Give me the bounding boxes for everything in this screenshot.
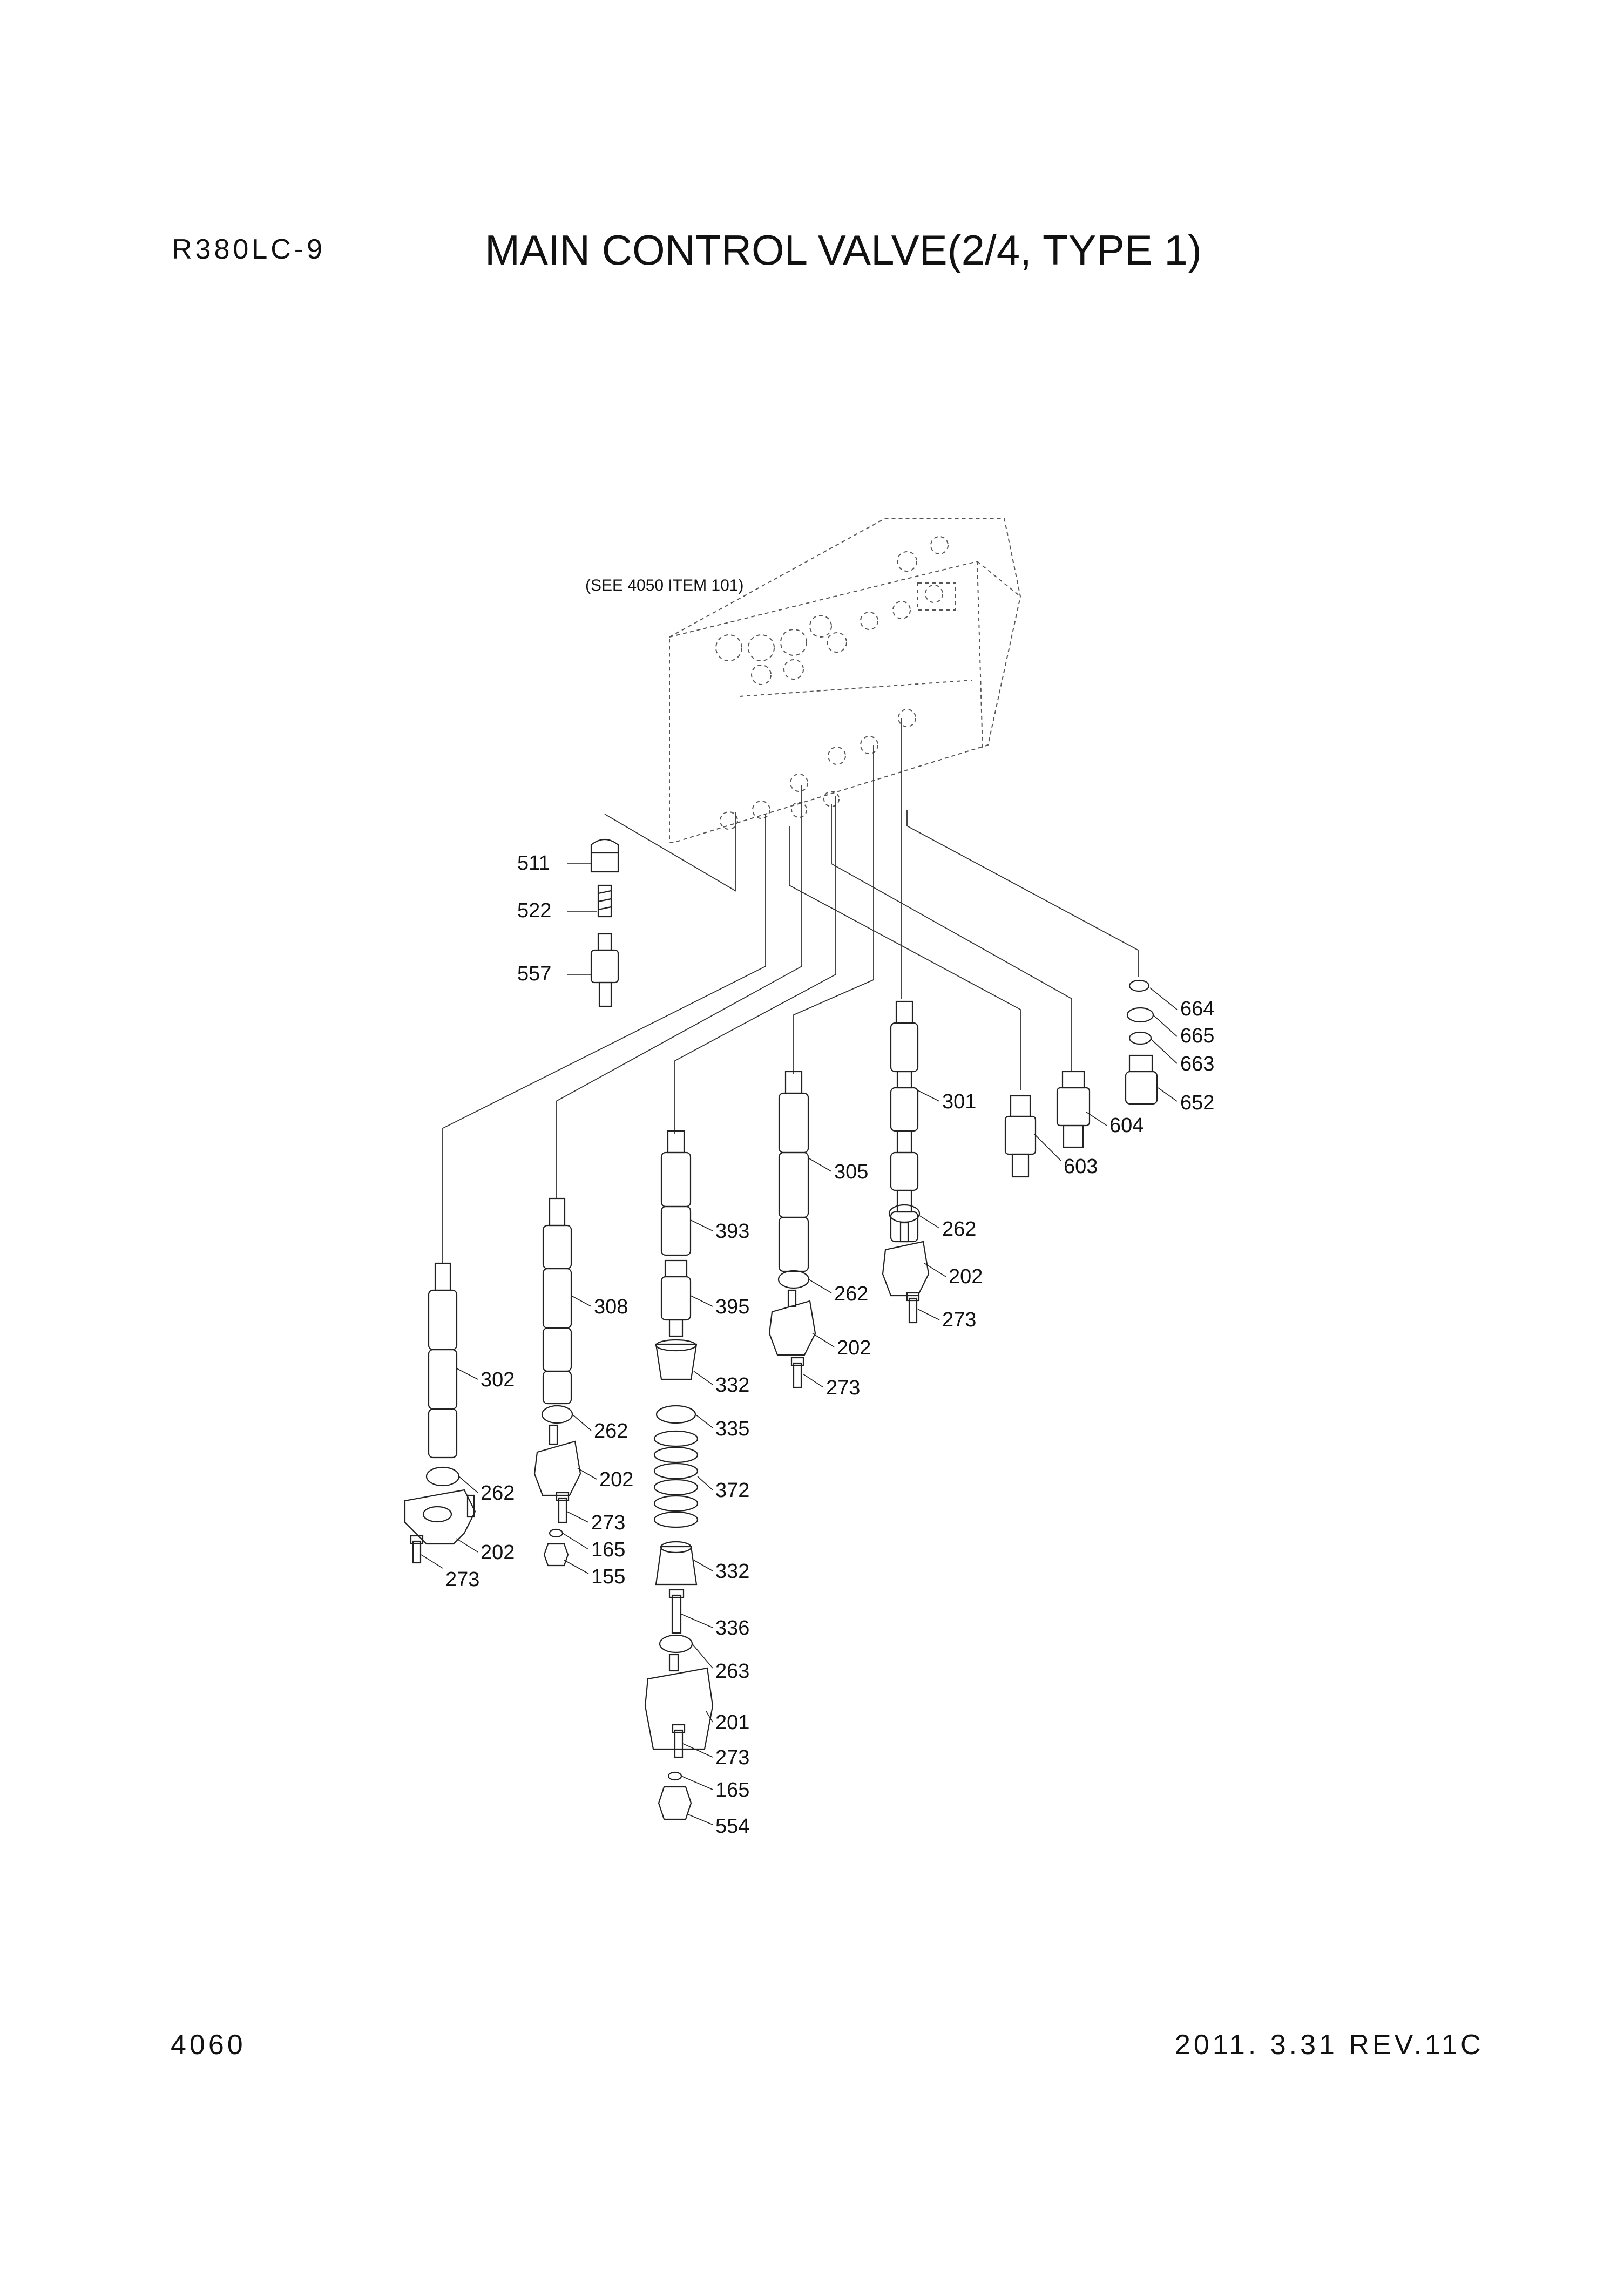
part-557-poppet xyxy=(590,933,619,1007)
part-603-valve xyxy=(1004,1095,1037,1178)
callout-273: 273 xyxy=(445,1568,480,1591)
callout-165: 165 xyxy=(591,1539,626,1561)
callout-273: 273 xyxy=(942,1309,977,1331)
callout-202: 202 xyxy=(949,1265,983,1288)
callout-395: 395 xyxy=(715,1296,750,1318)
part-664-oring xyxy=(1128,979,1150,992)
part-202-cap-b xyxy=(768,1289,816,1356)
callout-262: 262 xyxy=(942,1218,977,1241)
callout-335: 335 xyxy=(715,1418,750,1440)
part-305-spool xyxy=(778,1071,809,1272)
model-number: R380LC-9 xyxy=(172,234,326,265)
callout-332: 332 xyxy=(715,1374,750,1397)
part-202-cap-d xyxy=(404,1489,476,1545)
page-number: 4060 xyxy=(171,2029,246,2061)
part-336-bolt xyxy=(668,1589,685,1634)
part-202-cap-a xyxy=(882,1222,930,1297)
callout-202: 202 xyxy=(599,1468,634,1491)
callout-604: 604 xyxy=(1109,1114,1144,1137)
callout-557: 557 xyxy=(517,963,552,985)
part-522-spring xyxy=(597,884,612,918)
part-652-plug xyxy=(1125,1054,1158,1105)
part-165-oring-b xyxy=(549,1528,564,1538)
callout-273: 273 xyxy=(715,1746,750,1769)
part-202-cap-c xyxy=(533,1424,581,1496)
callout-332: 332 xyxy=(715,1560,750,1583)
part-262-oring-d xyxy=(425,1466,460,1487)
part-301-spool xyxy=(890,1000,919,1243)
part-273-bolt-e xyxy=(410,1535,424,1564)
callout-305: 305 xyxy=(834,1161,869,1183)
callout-262: 262 xyxy=(834,1283,869,1305)
valve-body-phantom xyxy=(669,518,1021,843)
part-273-bolt-d xyxy=(556,1492,570,1523)
callout-336: 336 xyxy=(715,1617,750,1639)
part-263-oring xyxy=(659,1634,693,1654)
callout-262: 262 xyxy=(594,1420,628,1442)
part-665-backup-ring xyxy=(1126,1007,1154,1023)
callout-165: 165 xyxy=(715,1779,750,1801)
page-title: MAIN CONTROL VALVE(2/4, TYPE 1) xyxy=(485,226,1202,274)
part-201-cover xyxy=(644,1654,714,1750)
part-332-seat-b xyxy=(655,1541,698,1586)
callout-522: 522 xyxy=(517,899,552,922)
callout-603: 603 xyxy=(1064,1155,1098,1178)
callout-202: 202 xyxy=(481,1541,515,1564)
callout-263: 263 xyxy=(715,1660,750,1683)
callout-301: 301 xyxy=(942,1090,977,1113)
part-262-oring-c xyxy=(541,1405,573,1424)
callout-202: 202 xyxy=(837,1337,871,1359)
part-663-oring xyxy=(1128,1031,1152,1045)
part-165-oring-a xyxy=(667,1771,682,1781)
part-395-spool-end xyxy=(660,1259,692,1337)
assembly-leader-lines xyxy=(442,718,1139,1263)
part-302-spool xyxy=(428,1262,458,1459)
part-335-washer xyxy=(655,1405,696,1424)
callout-262: 262 xyxy=(481,1482,515,1505)
callout-554: 554 xyxy=(715,1815,750,1838)
part-604-valve xyxy=(1056,1071,1091,1148)
callout-393: 393 xyxy=(715,1220,750,1243)
callout-652: 652 xyxy=(1180,1092,1215,1114)
part-262-oring-b xyxy=(777,1270,810,1289)
part-273-bolt-a xyxy=(906,1292,920,1324)
part-273-bolt-c xyxy=(672,1724,686,1758)
callout-664: 664 xyxy=(1180,998,1215,1020)
part-308-spool xyxy=(542,1197,572,1405)
callout-273: 273 xyxy=(826,1377,861,1399)
callout-308: 308 xyxy=(594,1296,628,1318)
callout-663: 663 xyxy=(1180,1053,1215,1075)
callout-273: 273 xyxy=(591,1512,626,1534)
callout-302: 302 xyxy=(481,1368,515,1391)
part-155-plug xyxy=(543,1543,569,1567)
part-372-spring xyxy=(653,1430,699,1528)
callout-665: 665 xyxy=(1180,1025,1215,1047)
revision-date: 2011. 3.31 REV.11C xyxy=(1175,2029,1484,2061)
callout-leaders xyxy=(421,863,1178,1825)
part-554-plug xyxy=(658,1786,692,1820)
callout-155: 155 xyxy=(591,1566,626,1588)
part-262-oring-a xyxy=(888,1204,921,1223)
callout-201: 201 xyxy=(715,1711,750,1734)
callout-511: 511 xyxy=(517,852,550,875)
part-273-bolt-b xyxy=(790,1357,804,1388)
callout-372: 372 xyxy=(715,1479,750,1502)
reference-note: (SEE 4050 ITEM 101) xyxy=(585,577,744,594)
part-393-spool xyxy=(660,1130,692,1256)
part-511-cap xyxy=(590,838,619,873)
part-332-seat-a xyxy=(655,1339,698,1380)
